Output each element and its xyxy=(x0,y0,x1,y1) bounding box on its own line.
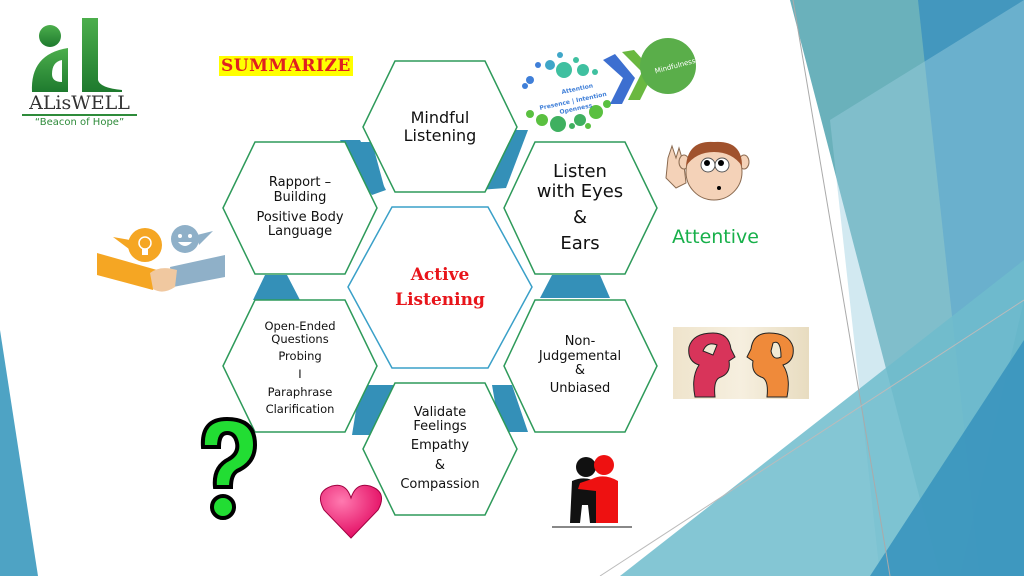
hex-line: Compassion xyxy=(400,476,480,492)
bottom-shape-blue xyxy=(870,340,1024,576)
connector-listen-nonjudge xyxy=(540,275,610,298)
hex-line: Empathy xyxy=(410,438,470,454)
question-mark-icon xyxy=(200,416,258,520)
hex-line: Judgemental xyxy=(538,348,622,364)
hex-line: Paraphrase xyxy=(267,384,333,399)
two-heads-illustration xyxy=(673,327,809,399)
hexagon-rapport xyxy=(222,141,378,275)
hexagon-non-judgemental xyxy=(503,299,658,433)
left-accent-shape xyxy=(0,330,38,576)
hex-line: Probing xyxy=(278,349,322,364)
connector-rapport-open xyxy=(253,275,300,300)
comfort-people-icon xyxy=(552,455,632,528)
hex-line: Mindful xyxy=(410,108,470,128)
hexagon-validate xyxy=(362,382,518,516)
mindfulness-circle xyxy=(640,38,696,94)
hex-line: & xyxy=(434,457,446,473)
hexagon-center xyxy=(347,206,533,369)
hex-line: with Eyes xyxy=(536,181,624,203)
hexagon-mindful xyxy=(362,60,518,193)
decor-line-1 xyxy=(792,0,891,576)
center-title-line1: Active xyxy=(410,264,470,285)
logo: ALisWELL “Beacon of Hope” xyxy=(22,14,142,132)
hex-line: Feelings xyxy=(413,419,467,435)
hexagon-listen-eyes-text: Listen with Eyes & Ears xyxy=(515,150,645,266)
center-title-line2: Listening xyxy=(395,290,485,310)
heart-icon xyxy=(319,484,383,539)
logo-name: ALisWELL xyxy=(22,92,137,116)
hex-line: Validate xyxy=(413,404,467,420)
hex-line: Listening xyxy=(403,126,477,145)
logo-tagline: “Beacon of Hope” xyxy=(34,117,125,128)
hexagon-rapport-text: Rapport – Building Positive Body Languag… xyxy=(238,168,362,248)
hex-line: Unbiased xyxy=(549,381,611,397)
listening-face-icon xyxy=(665,141,750,201)
hex-line: Clarification xyxy=(265,402,335,417)
handshake-icon xyxy=(97,225,225,292)
chevron-green-icon xyxy=(622,50,654,100)
hex-line: Ears xyxy=(560,232,600,254)
hexagon-open-ended xyxy=(222,299,378,433)
hex-line: Questions xyxy=(271,331,329,346)
hex-line: Listen xyxy=(553,161,607,183)
hex-line: & xyxy=(572,207,588,228)
hexagon-open-ended-text: Open-Ended Questions Probing I Paraphras… xyxy=(238,312,362,424)
decor-line-2 xyxy=(599,299,1024,576)
hex-line: Non- xyxy=(564,334,596,350)
dots-ring-icon xyxy=(522,52,611,132)
hex-line: Open-Ended xyxy=(264,319,336,334)
hex-line: Building xyxy=(273,189,327,205)
hex-line: I xyxy=(298,367,302,381)
summarize-label: SUMMARIZE xyxy=(219,56,353,76)
logo-monogram-icon xyxy=(31,18,122,92)
hexagon-listen-eyes xyxy=(503,141,658,275)
hex-line: & xyxy=(574,363,586,378)
attentive-label: Attentive xyxy=(672,226,759,248)
connector-rapport-mindful xyxy=(343,142,385,190)
mindfulness-graphic: Attention Presence | Intention Openness … xyxy=(522,38,697,132)
hexagon-validate-text: Validate Feelings Empathy & Compassion xyxy=(378,398,502,500)
hexagon-non-judgemental-text: Non- Judgemental & Unbiased xyxy=(515,330,645,402)
hex-line: Positive Body xyxy=(256,210,344,225)
hex-line: Rapport – xyxy=(268,175,332,191)
center-title: Active Listening xyxy=(380,258,500,318)
chevron-blue-icon xyxy=(603,54,635,104)
hex-line: Language xyxy=(267,224,333,240)
two-heads-icon xyxy=(688,332,794,398)
hexagon-mindful-text: Mindful Listening xyxy=(380,96,500,158)
